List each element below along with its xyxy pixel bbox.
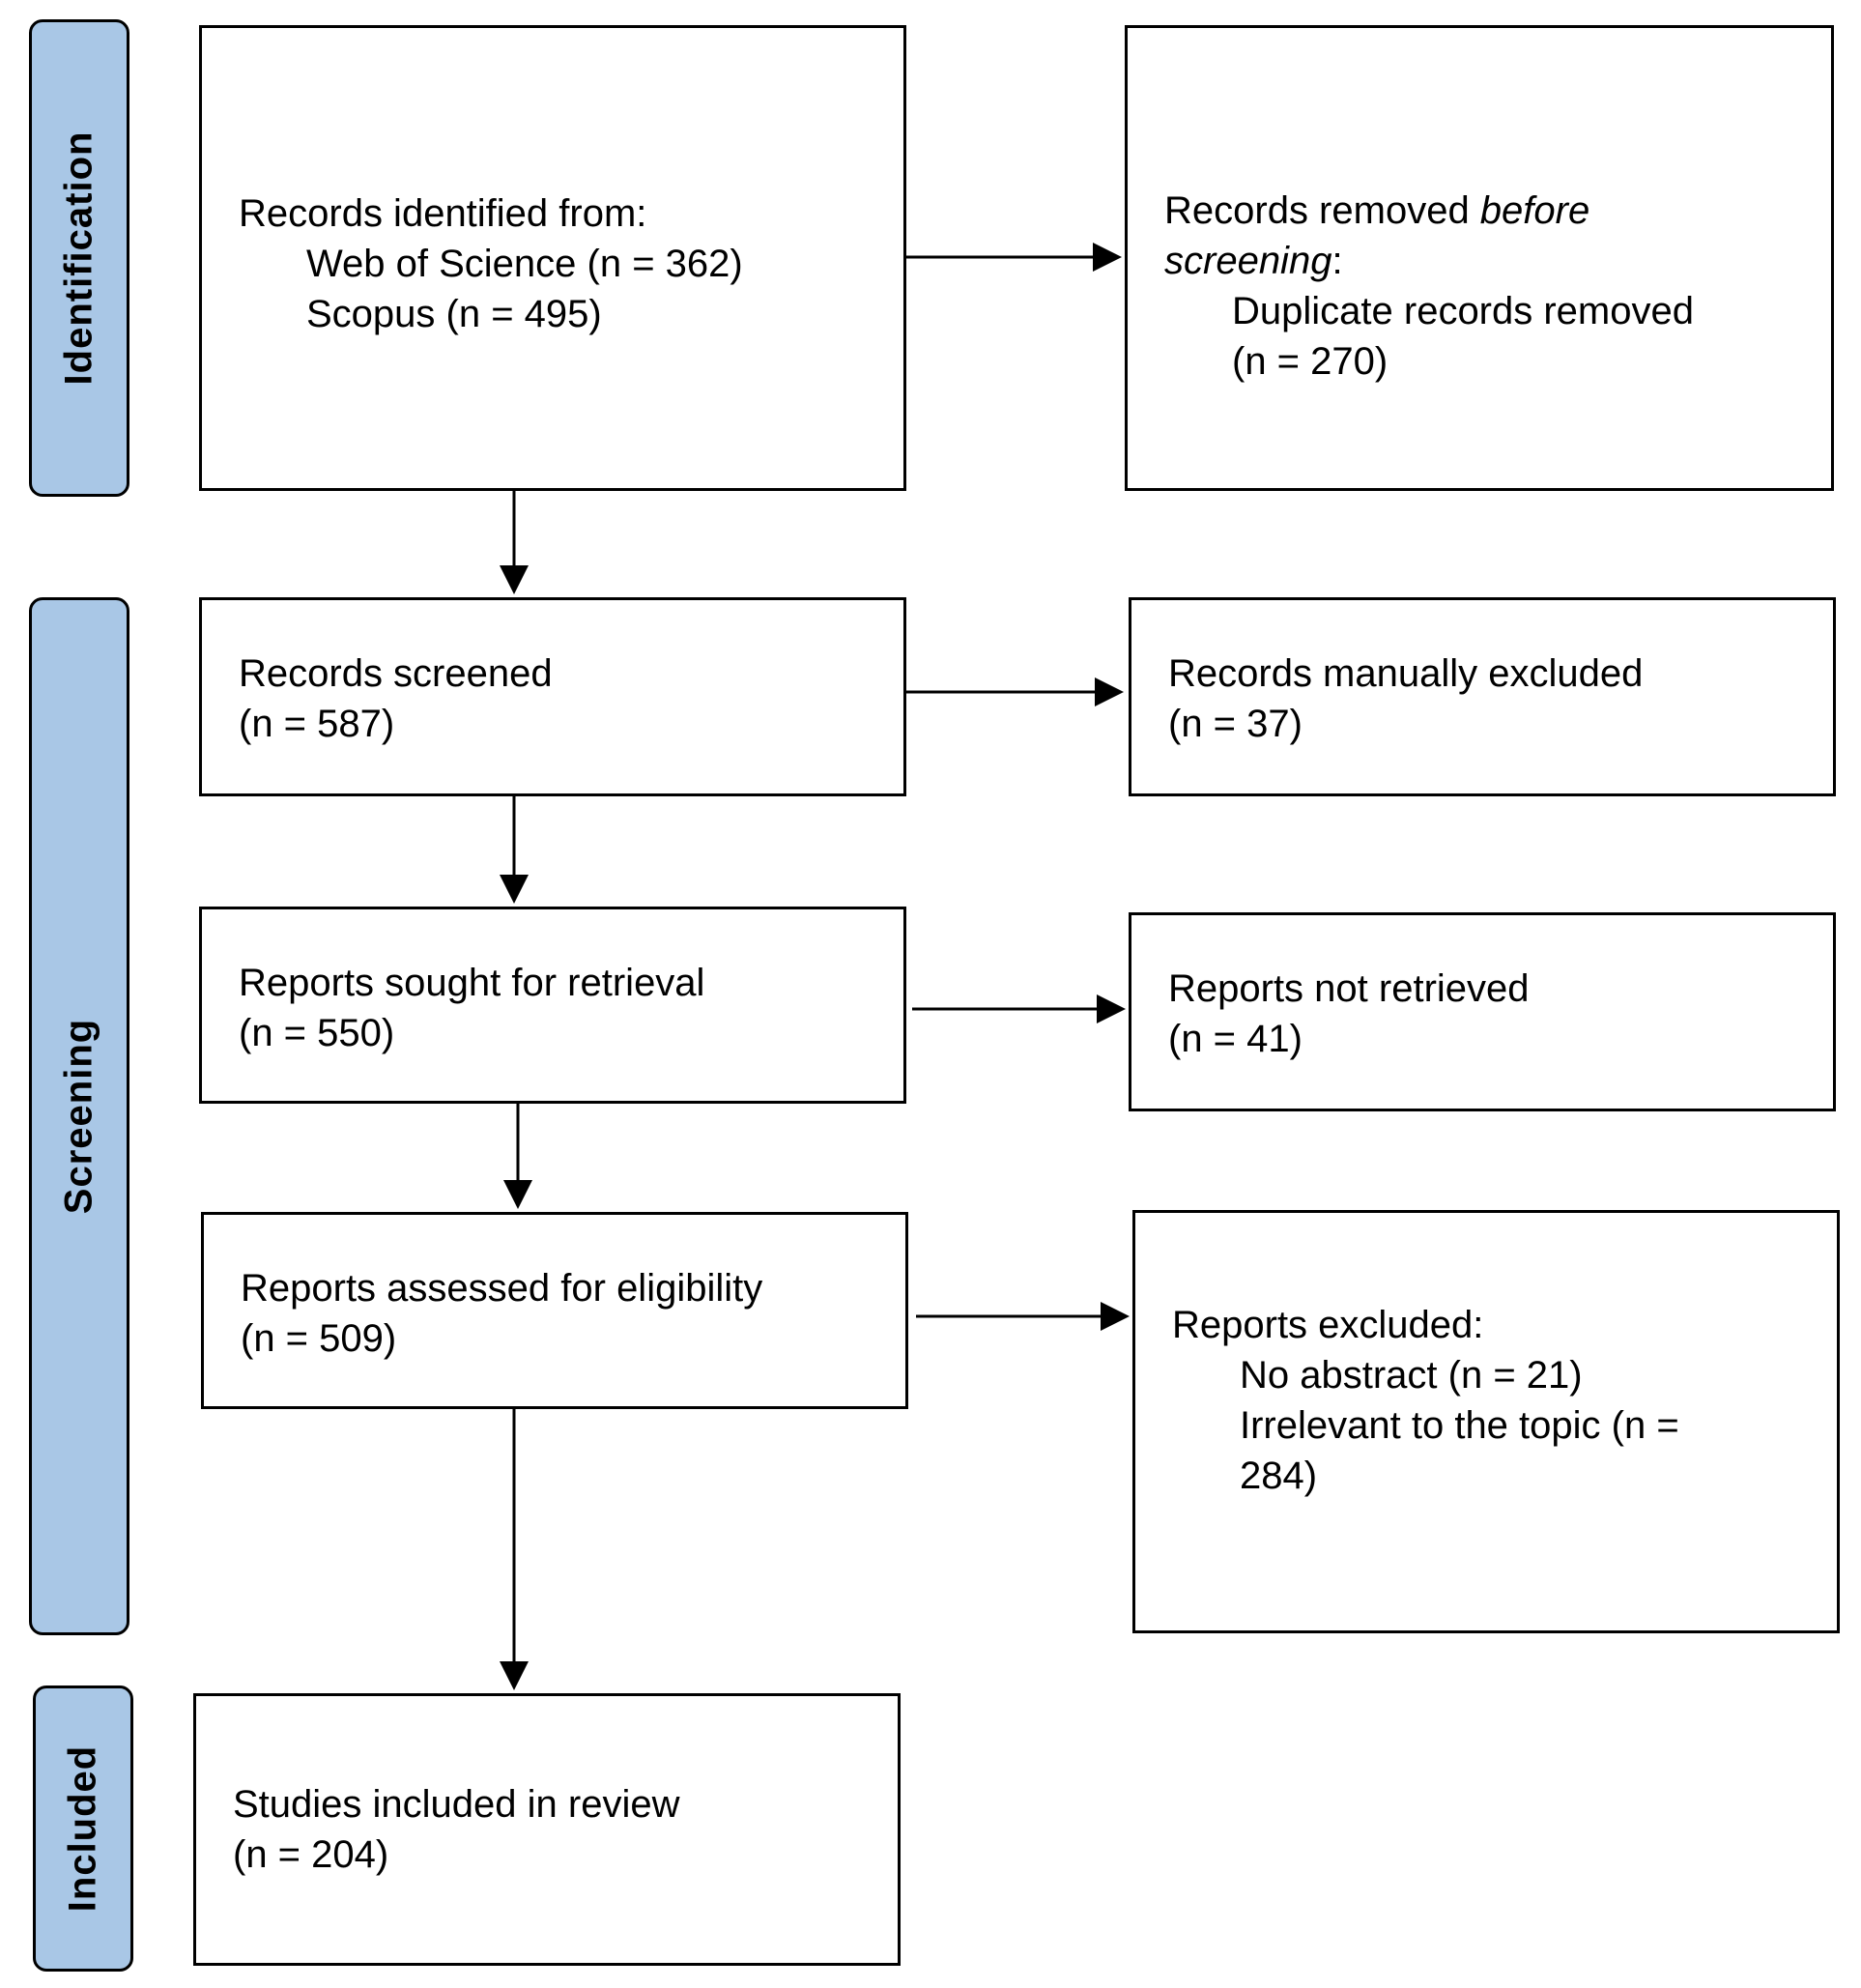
reports-not-retrieved-count: (n = 41)	[1168, 1018, 1303, 1060]
reason-irrelevant-cont: 284)	[1240, 1455, 1318, 1497]
records-manually-excluded-box: Records manually excluded (n = 37)	[1129, 597, 1836, 796]
reports-excluded-heading: Reports excluded:	[1172, 1304, 1484, 1346]
reports-sought-box: Reports sought for retrieval (n = 550)	[199, 907, 906, 1104]
reports-not-retrieved-box: Reports not retrieved (n = 41)	[1129, 912, 1836, 1111]
records-screened-label: Records screened	[239, 652, 553, 695]
reports-sought-count: (n = 550)	[239, 1012, 395, 1054]
studies-included-label: Studies included in review	[233, 1783, 680, 1826]
records-screened-box: Records screened (n = 587)	[199, 597, 906, 796]
reports-assessed-box: Reports assessed for eligibility (n = 50…	[201, 1212, 908, 1409]
source-scopus: Scopus (n = 495)	[306, 293, 602, 335]
records-removed-heading-cont: screening:	[1164, 240, 1343, 282]
studies-included-count: (n = 204)	[233, 1833, 389, 1876]
studies-included-box: Studies included in review (n = 204)	[193, 1693, 901, 1966]
records-removed-heading: Records removed before	[1164, 189, 1590, 232]
reports-excluded-box: Reports excluded: No abstract (n = 21) I…	[1132, 1210, 1840, 1633]
reports-not-retrieved-label: Reports not retrieved	[1168, 967, 1530, 1010]
reason-no-abstract: No abstract (n = 21)	[1240, 1354, 1583, 1397]
reports-sought-label: Reports sought for retrieval	[239, 962, 705, 1004]
records-manually-excluded-label: Records manually excluded	[1168, 652, 1644, 695]
reports-assessed-count: (n = 509)	[241, 1317, 397, 1360]
reports-assessed-label: Reports assessed for eligibility	[241, 1267, 763, 1310]
records-manually-excluded-count: (n = 37)	[1168, 703, 1303, 745]
duplicate-records-count: (n = 270)	[1232, 340, 1389, 383]
duplicate-records-label: Duplicate records removed	[1232, 290, 1694, 332]
records-identified-heading: Records identified from:	[239, 192, 647, 235]
records-identified-box: Records identified from: Web of Science …	[199, 25, 906, 491]
phase-screening: Screening	[29, 597, 129, 1635]
reason-irrelevant: Irrelevant to the topic (n =	[1240, 1404, 1679, 1447]
records-removed-box: Records removed before screening: Duplic…	[1125, 25, 1834, 491]
records-screened-count: (n = 587)	[239, 703, 395, 745]
phase-included: Included	[33, 1685, 133, 1972]
source-web-of-science: Web of Science (n = 362)	[306, 243, 743, 285]
phase-identification: Identification	[29, 19, 129, 497]
